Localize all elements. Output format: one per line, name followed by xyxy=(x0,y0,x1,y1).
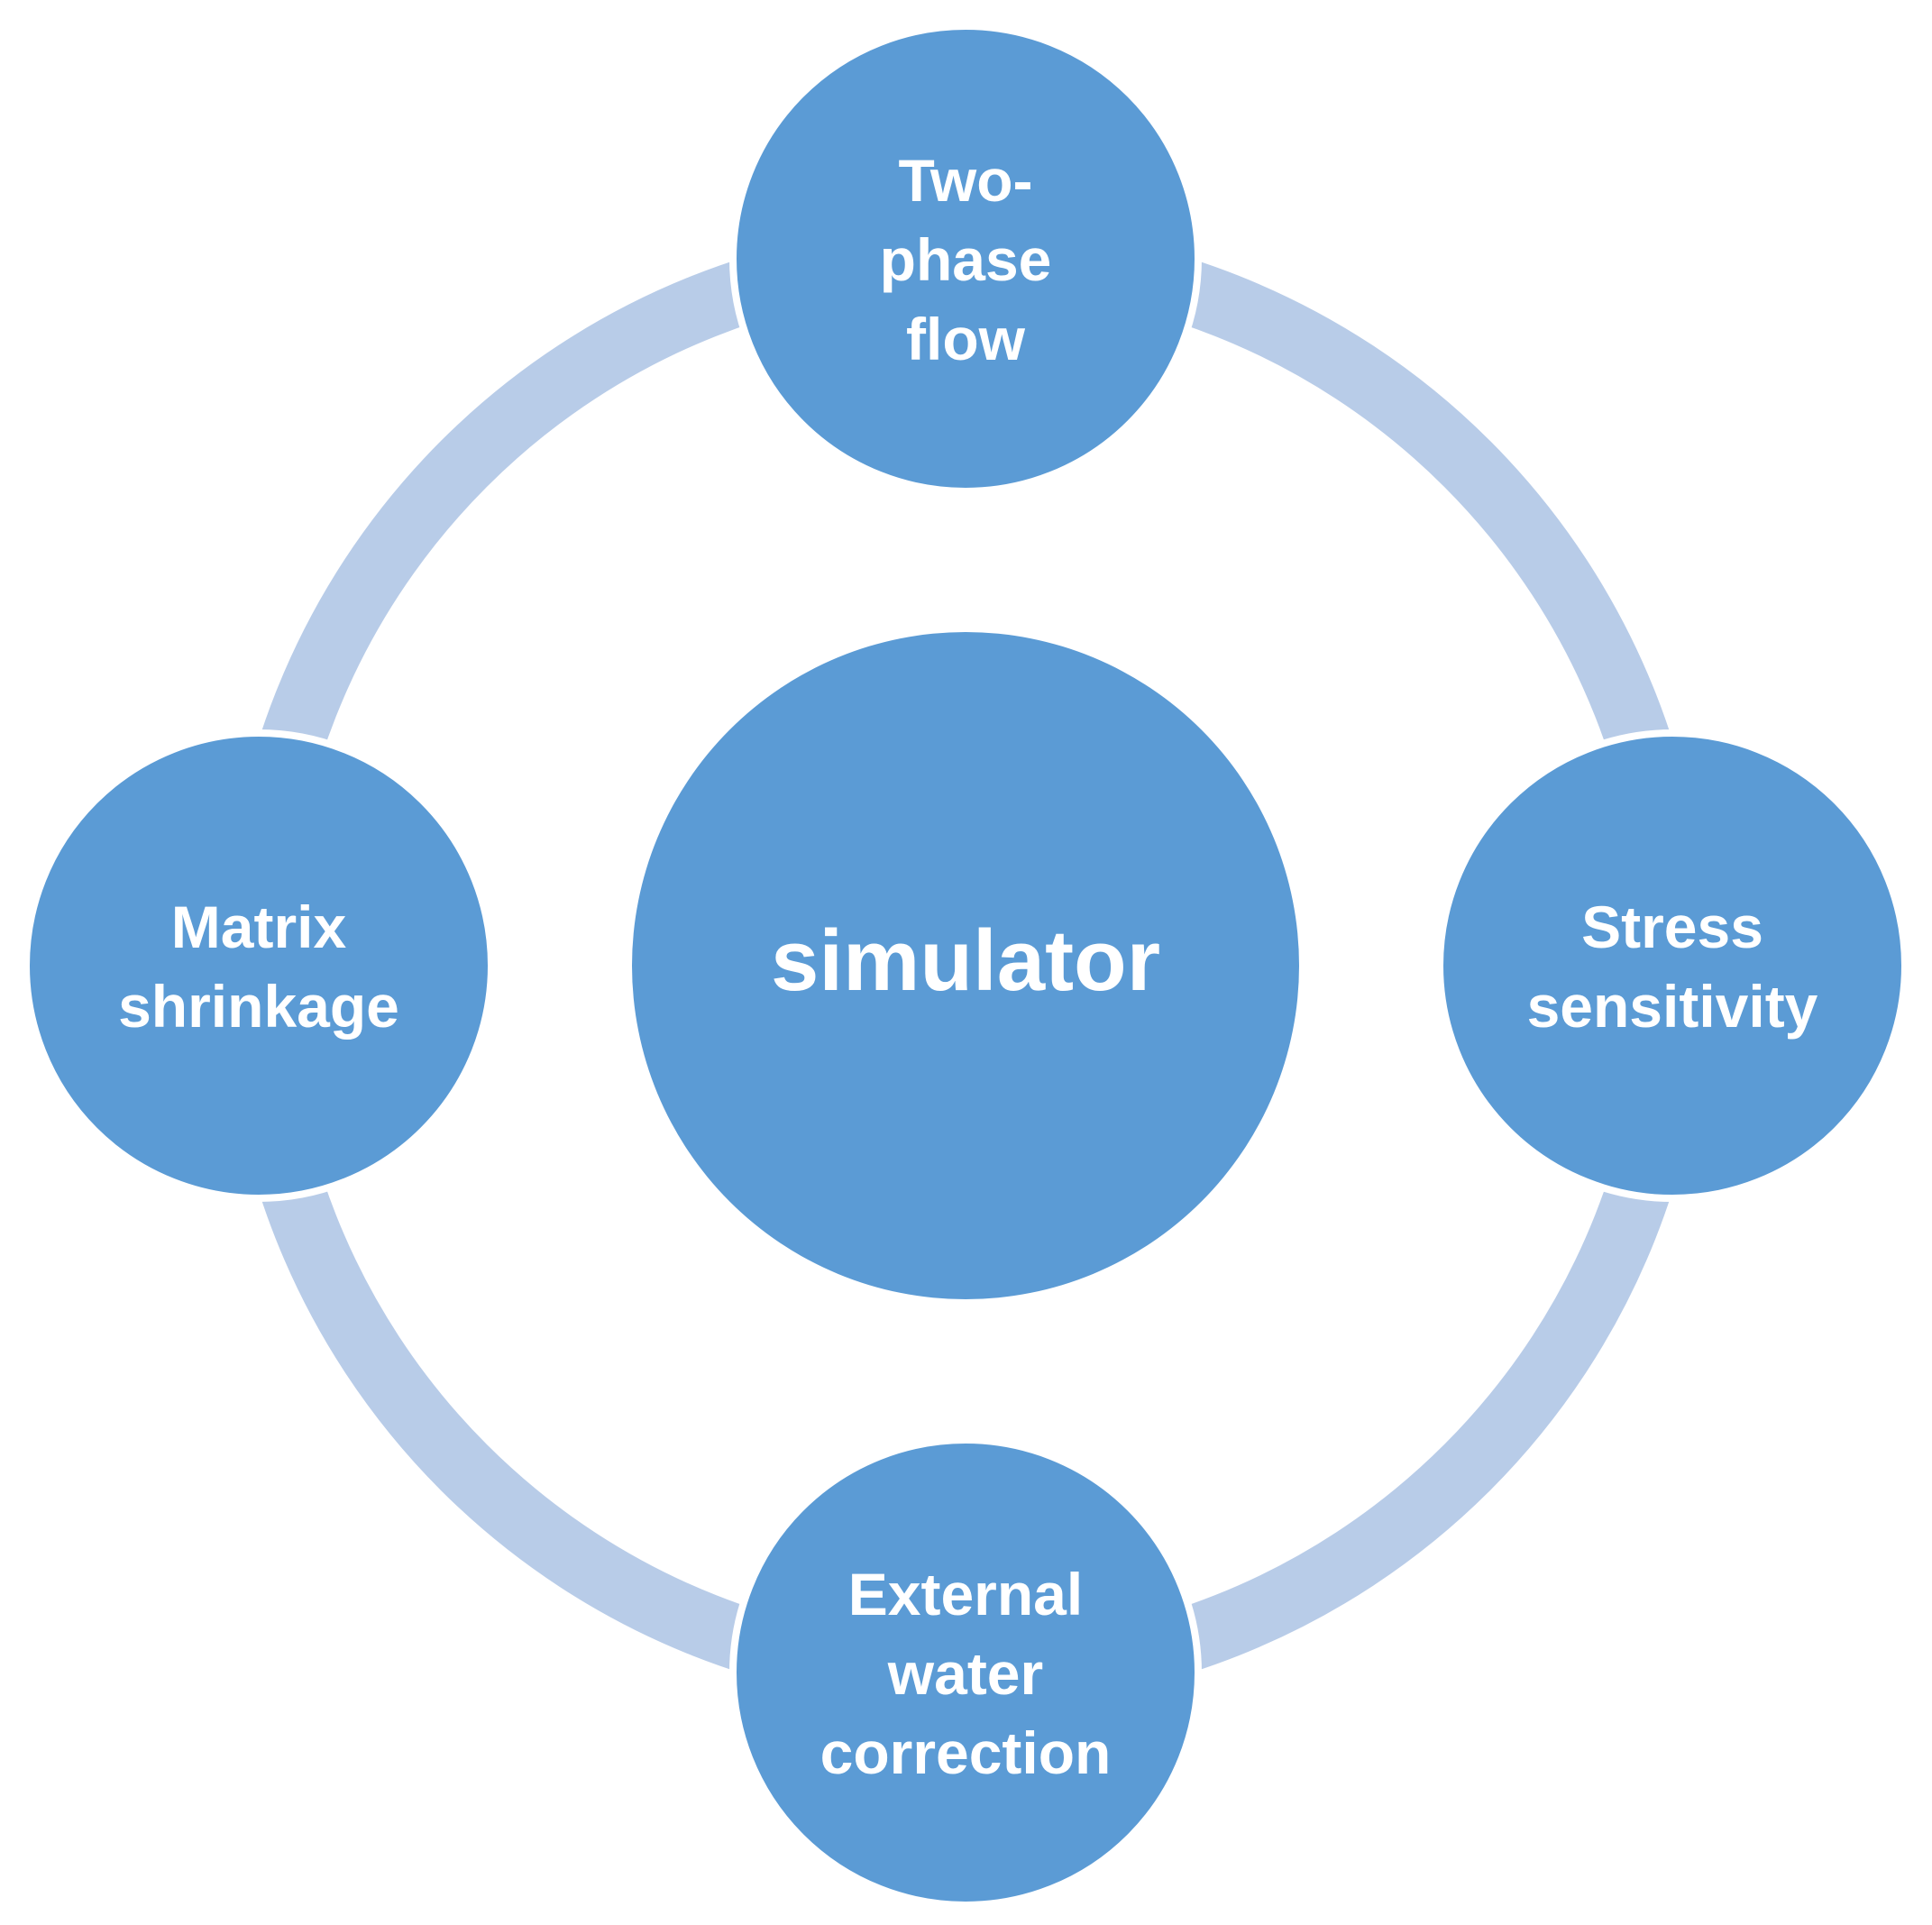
center-node-circle xyxy=(632,632,1299,1299)
node-right-label-line: sensitivity xyxy=(1527,973,1818,1040)
node-right-circle xyxy=(1436,729,1909,1202)
node-top-label-line: flow xyxy=(906,306,1026,372)
node-left-label-line: shrinkage xyxy=(118,973,399,1040)
node-top-label-line: Two- xyxy=(898,147,1032,214)
center-node: simulator xyxy=(632,632,1299,1299)
node-bottom-label-line: External xyxy=(848,1561,1083,1627)
node-left: Matrix shrinkage xyxy=(23,729,495,1202)
node-bottom-circle xyxy=(729,1436,1202,1909)
node-left-label-line: Matrix xyxy=(171,894,347,960)
node-top-label-line: phase xyxy=(880,226,1052,293)
node-top: Two-phase flow xyxy=(729,23,1202,495)
node-bottom-label-line: correction xyxy=(820,1719,1112,1786)
node-bottom-label-line: water xyxy=(887,1640,1043,1707)
node-top-circle xyxy=(729,23,1202,495)
node-bottom: External water correction xyxy=(729,1436,1202,1909)
node-right-label-line: Stress xyxy=(1581,894,1763,960)
node-left-circle xyxy=(23,729,495,1202)
node-right: Stress sensitivity xyxy=(1436,729,1909,1202)
center-node-label: simulator xyxy=(771,912,1160,1009)
